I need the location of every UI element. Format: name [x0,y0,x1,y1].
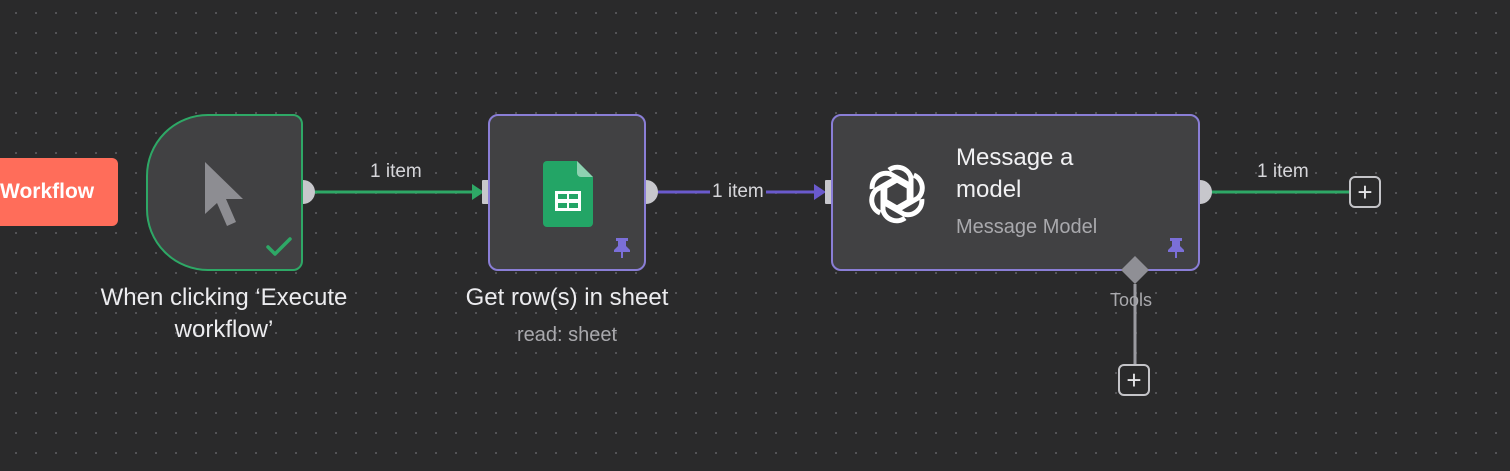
openai-icon [869,164,925,224]
connection-item-count: 1 item [710,181,766,203]
sheet-node-subtitle: read: sheet [516,324,618,346]
checkmark-icon [266,237,292,256]
arrowhead [814,184,826,200]
model-node-title: Message a model [956,142,1176,206]
model-title-line1: Message a [956,144,1074,171]
model-title-line2: model [956,176,1022,203]
google-sheets-icon [543,161,593,227]
node-get-rows-in-sheet[interactable] [488,114,646,271]
execute-workflow-label: Workflow [0,180,95,203]
trigger-label-line1: When clicking ‘Execute [100,284,348,311]
trigger-label-line2: workflow’ [174,316,274,343]
pin-icon [614,238,630,258]
sheet-node-label: Get row(s) in sheet [465,284,669,311]
tools-label: Tools [1110,290,1153,310]
pin-icon [1168,238,1184,258]
add-node-button[interactable]: + [1349,176,1381,208]
model-node-subtitle: Message Model [956,216,1098,238]
trigger-node-label: When clicking ‘Execute workflow’ [64,282,384,346]
connection-item-count: 1 item [1257,161,1309,182]
arrowhead [472,184,484,200]
cursor-pointer-icon [205,162,243,226]
node-manual-trigger[interactable] [146,114,303,271]
node-message-a-model[interactable] [831,114,1200,271]
execute-workflow-button[interactable]: Workflow [0,158,118,226]
add-tool-button[interactable]: + [1118,364,1150,396]
connection-item-count: 1 item [370,161,422,182]
tools-handle[interactable] [1119,254,1151,286]
